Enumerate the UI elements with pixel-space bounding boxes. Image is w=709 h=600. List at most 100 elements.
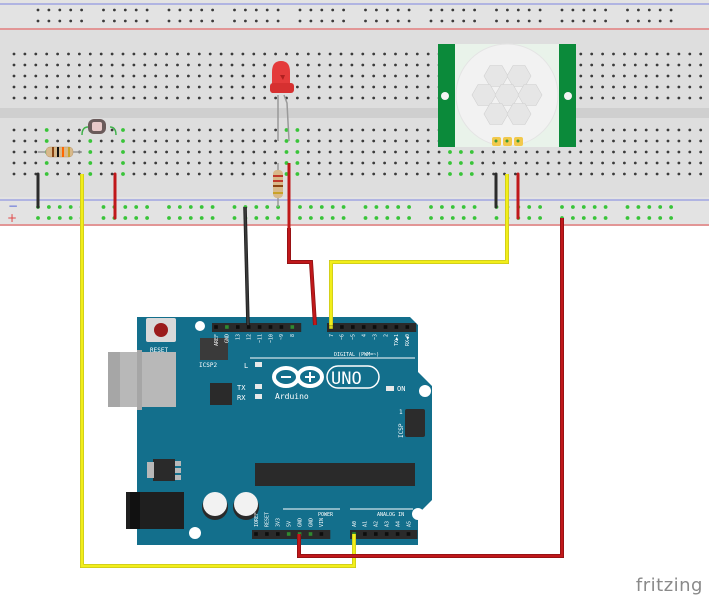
- header-pin[interactable]: [384, 532, 389, 536]
- breadboard-hole: [23, 63, 27, 67]
- breadboard-hole: [699, 172, 703, 176]
- breadboard-hole: [415, 128, 419, 132]
- breadboard-hole: [187, 172, 190, 176]
- rail-hole: [254, 216, 259, 220]
- rail-hole: [626, 19, 629, 23]
- rail-hole: [473, 19, 476, 23]
- header-pin[interactable]: [214, 325, 218, 329]
- breadboard-hole: [339, 85, 343, 89]
- voltage-regulator: [153, 459, 175, 481]
- breadboard-hole: [328, 52, 332, 56]
- breadboard-hole: [394, 128, 397, 132]
- breadboard-hole: [197, 52, 201, 56]
- breadboard-hole: [208, 150, 212, 154]
- rail-hole: [669, 19, 673, 23]
- header-pin[interactable]: [319, 532, 324, 536]
- rail-hole: [178, 19, 182, 23]
- header-pin[interactable]: [308, 532, 313, 536]
- breadboard-hole: [132, 96, 136, 100]
- breadboard-hole: [197, 63, 201, 67]
- breadboard-hole: [154, 161, 158, 165]
- header-pin[interactable]: [351, 325, 355, 329]
- breadboard-hole: [317, 96, 321, 100]
- breadboard-hole: [361, 150, 365, 154]
- header-pin[interactable]: [405, 325, 410, 329]
- rail-hole: [626, 8, 629, 12]
- breadboard-hole: [644, 85, 648, 89]
- breadboard-hole: [590, 96, 594, 100]
- breadboard-hole: [383, 161, 386, 165]
- rail-hole: [396, 205, 401, 209]
- rail-hole: [582, 8, 586, 12]
- header-pin[interactable]: [340, 325, 344, 329]
- breadboard-hole: [88, 161, 93, 165]
- breadboard-hole: [655, 96, 659, 100]
- header-pin[interactable]: [383, 325, 388, 329]
- breadboard-hole: [677, 85, 681, 89]
- breadboard-hole: [263, 63, 267, 67]
- rail-hole: [80, 19, 83, 23]
- header-pin[interactable]: [276, 532, 280, 536]
- header-pin[interactable]: [394, 325, 399, 329]
- breadboard-hole: [699, 96, 703, 100]
- header-pin[interactable]: [268, 325, 273, 329]
- header-pin[interactable]: [329, 325, 333, 329]
- header-pin[interactable]: [363, 532, 367, 536]
- pin-label: TX▶1: [394, 334, 400, 346]
- header-pin[interactable]: [406, 532, 411, 536]
- breadboard-hole: [535, 172, 539, 176]
- breadboard-hole: [208, 96, 212, 100]
- rail-hole: [582, 19, 586, 23]
- plus-rail-label: +: [7, 211, 17, 225]
- breadboard-hole: [383, 150, 386, 154]
- header-pin[interactable]: [265, 532, 269, 536]
- center-channel: [0, 108, 709, 118]
- header-pin[interactable]: [236, 325, 240, 329]
- header-pin[interactable]: [257, 325, 262, 329]
- breadboard-hole: [350, 96, 354, 100]
- header-pin[interactable]: [290, 325, 295, 329]
- breadboard-hole: [23, 52, 27, 56]
- breadboard-hole: [154, 139, 158, 143]
- header-pin[interactable]: [374, 532, 378, 536]
- breadboard-hole: [688, 150, 692, 154]
- rail-hole: [188, 205, 193, 209]
- breadboard-hole: [99, 63, 103, 67]
- breadboard-hole: [154, 128, 158, 132]
- breadboard-hole: [492, 150, 495, 154]
- breadboard-hole: [688, 128, 692, 132]
- rail-hole: [385, 19, 389, 23]
- rail-hole: [47, 216, 51, 220]
- breadboard-hole: [524, 161, 528, 165]
- breadboard-hole: [176, 85, 179, 89]
- header-pin[interactable]: [246, 325, 251, 329]
- breadboard-hole: [481, 161, 485, 165]
- rail-hole: [233, 19, 236, 23]
- rail-hole: [538, 19, 542, 23]
- breadboard-hole: [644, 128, 648, 132]
- rail-hole: [516, 19, 520, 23]
- rail-hole: [309, 19, 313, 23]
- breadboard-hole: [644, 161, 648, 165]
- breadboard-hole: [23, 172, 27, 176]
- breadboard-hole: [143, 128, 147, 132]
- header-pin[interactable]: [372, 325, 377, 329]
- breadboard-hole: [405, 74, 408, 78]
- breadboard-hole: [328, 63, 332, 67]
- breadboard-hole: [601, 63, 604, 67]
- breadboard-hole: [459, 150, 463, 154]
- rail-hole: [581, 216, 586, 220]
- header-pin[interactable]: [254, 532, 258, 536]
- rail-hole: [320, 8, 324, 12]
- header-pin[interactable]: [361, 325, 366, 329]
- rail-hole: [669, 216, 673, 220]
- header-pin[interactable]: [286, 532, 291, 536]
- header-pin[interactable]: [395, 532, 400, 536]
- rail-hole: [592, 216, 597, 220]
- breadboard-hole: [339, 96, 343, 100]
- rail-hole: [593, 8, 597, 12]
- breadboard-hole: [372, 150, 376, 154]
- header-pin[interactable]: [225, 325, 229, 329]
- breadboard-hole: [45, 63, 49, 67]
- header-pin[interactable]: [279, 325, 284, 329]
